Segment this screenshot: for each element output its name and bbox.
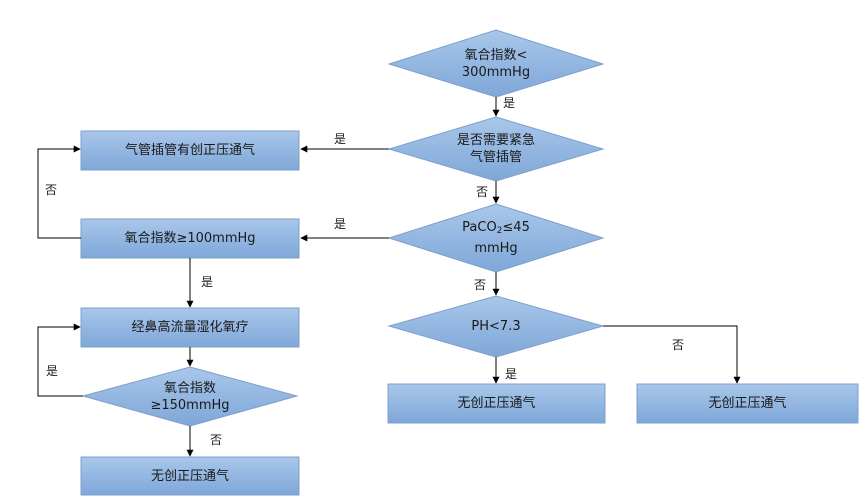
decision-oi-ge-150 — [81, 366, 299, 427]
edge-label-oi150-to-niv-left: 否 — [210, 433, 223, 447]
process-niv-center — [387, 383, 606, 424]
edge-label-ph-to-niv-right: 否 — [672, 338, 685, 352]
edge-oi100-to-invasive — [37, 145, 81, 239]
edge-oi150-to-hfnc — [37, 323, 83, 397]
process-niv-right — [636, 383, 859, 424]
edge-label-oi150-to-hfnc: 是 — [46, 364, 59, 378]
decision-paco2 — [387, 203, 605, 273]
process-niv-left — [80, 456, 300, 496]
decision-urgent-intubation — [387, 116, 605, 182]
edge-label-paco2-to-oi100: 是 — [334, 217, 347, 231]
edge-label-ph-to-niv-center: 是 — [505, 367, 518, 381]
edge-label-urgent-to-paco2: 否 — [476, 185, 489, 199]
edge-ph-to-niv-right — [603, 325, 741, 384]
edge-label-urgent-to-invasive: 是 — [334, 132, 347, 146]
decision-oi-lt-300 — [387, 29, 605, 98]
edge-label-oi100-to-invasive: 否 — [45, 183, 57, 197]
edge-label-paco2-to-ph: 否 — [474, 278, 487, 292]
edge-label-oi-to-urgent: 是 — [503, 96, 516, 110]
process-oi-ge-100 — [80, 218, 300, 259]
edge-label-oi100-to-hfnc: 是 — [201, 275, 214, 289]
edge-label-oi100-to-invasive-text: 否 — [45, 183, 58, 197]
decision-ph — [387, 295, 605, 358]
process-hfnc — [80, 307, 300, 348]
process-invasive — [80, 130, 300, 171]
